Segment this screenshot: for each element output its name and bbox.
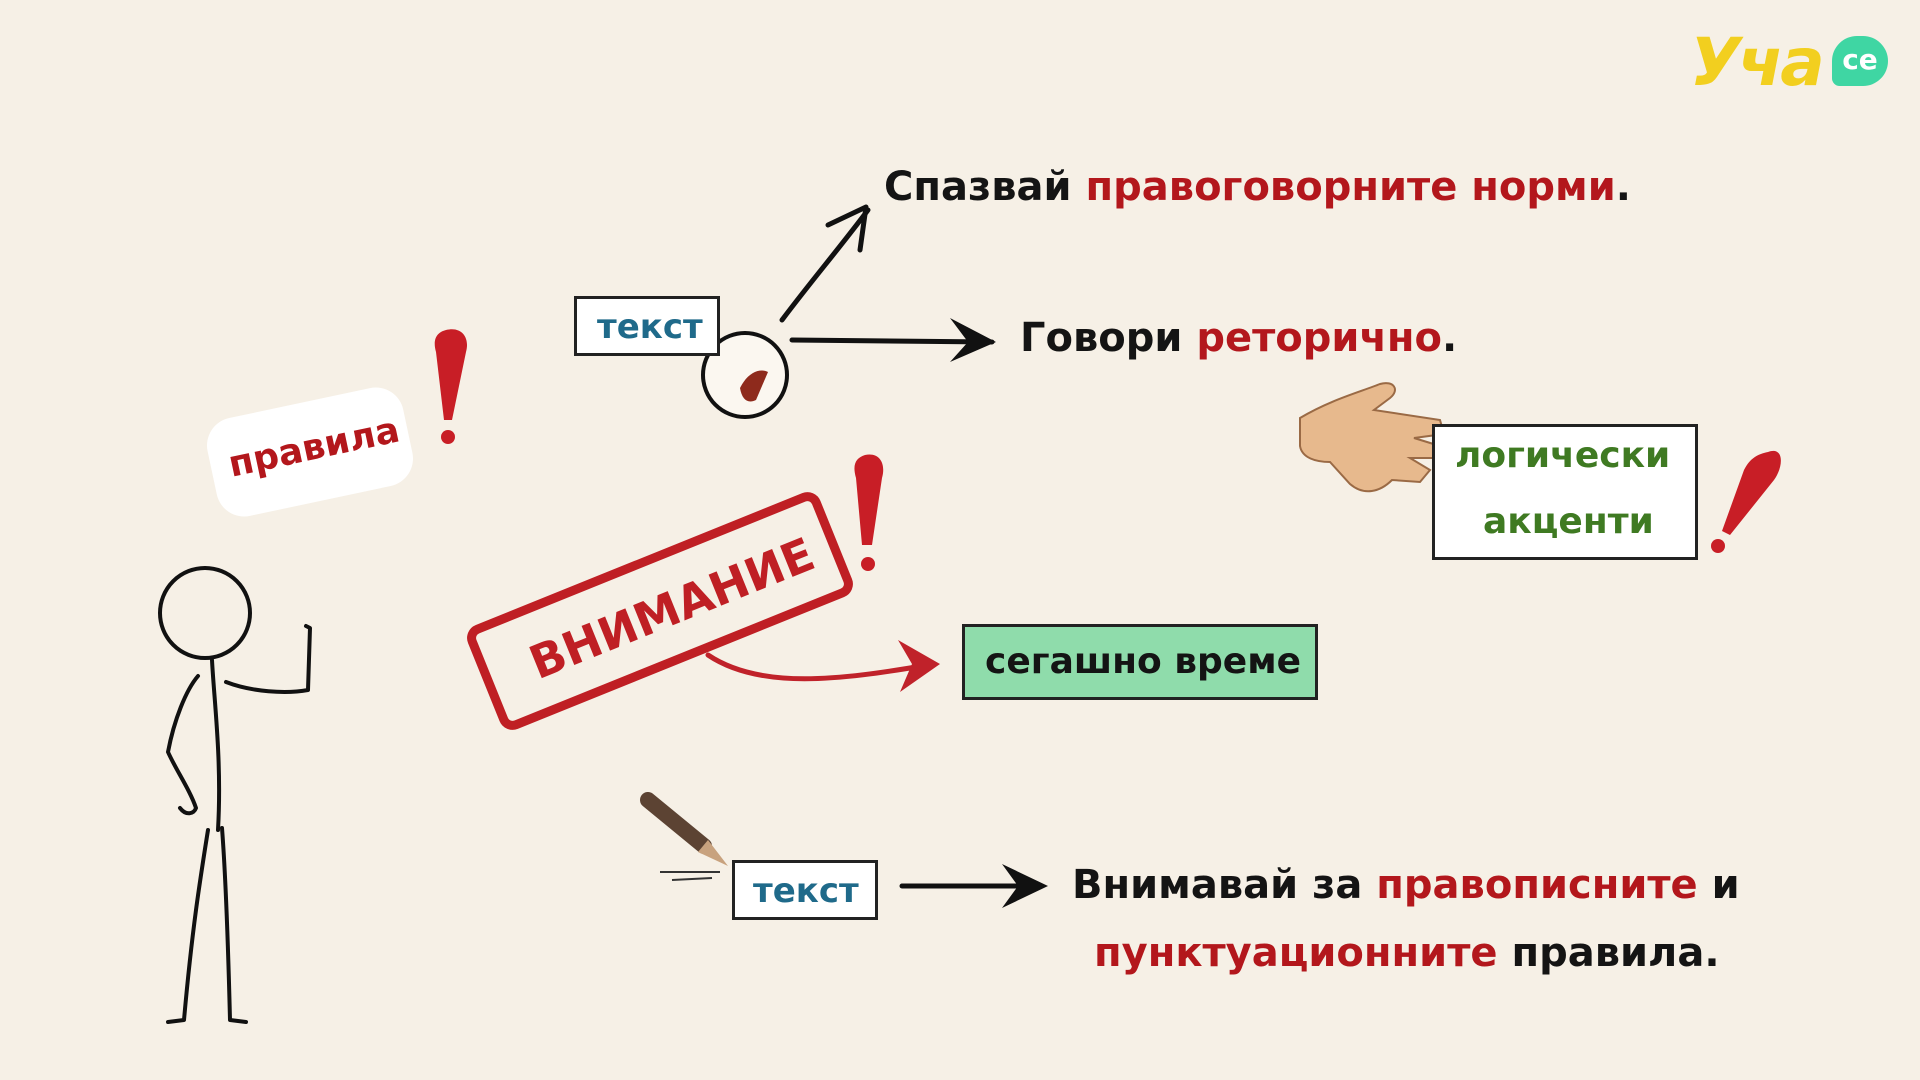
bottom-suffix: правила. bbox=[1511, 930, 1720, 976]
arrow-icon bbox=[789, 318, 996, 362]
rule-line-2: Говори реторично. bbox=[1020, 315, 1457, 361]
logo: Уча се bbox=[1690, 24, 1900, 104]
text-tag-bottom: текст bbox=[732, 860, 878, 920]
bottom-prefix: Внимавай за bbox=[1072, 862, 1363, 908]
hand-icon bbox=[1299, 382, 1446, 493]
present-tense-card: сегашно време bbox=[962, 624, 1318, 700]
bottom-rule-line-1: Внимавай за правописните и bbox=[1072, 862, 1740, 908]
line1-highlight: правоговорните норми bbox=[1085, 164, 1616, 210]
logo-word: Уча bbox=[1690, 24, 1825, 101]
present-tense-label: сегашно време bbox=[985, 641, 1302, 682]
arrow-icon bbox=[705, 640, 940, 692]
bottom-highlight-1: правописните bbox=[1376, 862, 1698, 908]
stick-figure-icon bbox=[158, 566, 312, 1024]
rules-label-text: правила bbox=[224, 409, 404, 486]
text-tag-top: текст bbox=[574, 296, 720, 356]
bottom-rule-line-2: пунктуационните правила. bbox=[1094, 930, 1720, 976]
line2-suffix: . bbox=[1442, 315, 1458, 361]
arrow-icon bbox=[899, 864, 1048, 908]
line2-highlight: реторично bbox=[1196, 315, 1443, 361]
logic-accents-card: логически акценти bbox=[1432, 424, 1698, 560]
exclamation-icon bbox=[854, 454, 884, 571]
arrow-icon bbox=[779, 204, 871, 323]
rule-line-1: Спазвай правоговорните норми. bbox=[884, 164, 1631, 210]
line1-suffix: . bbox=[1615, 164, 1631, 210]
logic-card-line2: акценти bbox=[1483, 501, 1654, 542]
exclamation-icon bbox=[1711, 450, 1781, 553]
logic-card-line1: логически bbox=[1455, 435, 1671, 476]
bottom-connector: и bbox=[1711, 862, 1740, 908]
magnifier-icon bbox=[701, 331, 789, 419]
line2-prefix: Говори bbox=[1020, 315, 1183, 361]
text-tag-bottom-label: текст bbox=[753, 871, 859, 911]
pencil-icon bbox=[640, 792, 728, 881]
text-tag-top-label: текст bbox=[597, 307, 703, 347]
line1-prefix: Спазвай bbox=[884, 164, 1072, 210]
bottom-highlight-2: пунктуационните bbox=[1094, 930, 1498, 976]
exclamation-icon bbox=[434, 329, 468, 444]
logo-bubble: се bbox=[1832, 36, 1888, 86]
